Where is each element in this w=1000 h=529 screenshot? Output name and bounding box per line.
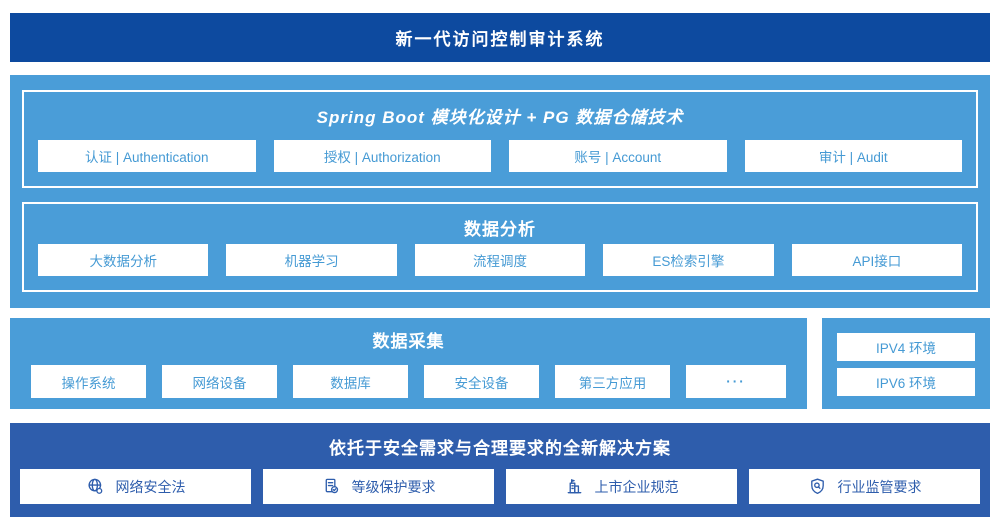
solution-section: 依托于安全需求与合理要求的全新解决方案 网络安全法 — [10, 423, 990, 517]
analysis-box-workflow: 流程调度 — [414, 244, 586, 276]
analysis-title: 数据分析 — [464, 220, 536, 239]
solution-title: 依托于安全需求与合理要求的全新解决方案 — [329, 439, 671, 458]
env-box-ipv6: IPV6 环境 — [837, 368, 975, 396]
module-box-authorization: 授权 | Authorization — [273, 140, 491, 172]
collection-row: 操作系统 网络设备 数据库 安全设备 第三方应用 ··· — [10, 365, 807, 398]
header-banner: 新一代访问控制审计系统 — [10, 13, 990, 62]
collection-title: 数据采集 — [372, 332, 445, 351]
document-check-icon — [322, 477, 341, 496]
collection-box-database: 数据库 — [293, 365, 408, 398]
modules-subsection: Spring Boot 模块化设计 + PG 数据仓储技术 认证 | Authe… — [22, 90, 978, 188]
collection-box-network-device: 网络设备 — [162, 365, 277, 398]
solution-box-label: 上市企业规范 — [594, 478, 679, 495]
platform-section: Spring Boot 模块化设计 + PG 数据仓储技术 认证 | Authe… — [10, 75, 990, 308]
collection-box-os: 操作系统 — [31, 365, 146, 398]
analysis-row: 大数据分析 机器学习 流程调度 ES检索引擎 API接口 — [24, 244, 976, 276]
environment-section: IPV4 环境 IPV6 环境 — [822, 318, 990, 409]
analysis-box-api: API接口 — [791, 244, 963, 276]
solution-box-label: 等级保护要求 — [351, 478, 436, 495]
analysis-box-bigdata: 大数据分析 — [38, 244, 209, 276]
modules-title: Spring Boot 模块化设计 + PG 数据仓储技术 — [316, 108, 684, 127]
env-box-ipv4: IPV4 环境 — [837, 333, 975, 361]
collection-box-security-device: 安全设备 — [424, 365, 539, 398]
solution-box-label: 网络安全法 — [115, 478, 186, 495]
module-box-audit: 审计 | Audit — [744, 140, 962, 172]
collection-box-ellipsis: ··· — [686, 365, 786, 398]
collection-box-thirdparty: 第三方应用 — [555, 365, 670, 398]
analysis-box-es: ES检索引擎 — [603, 244, 774, 276]
globe-icon — [86, 477, 105, 496]
solution-box-industry-regulation: 行业监管要求 — [749, 469, 980, 504]
collection-section: 数据采集 操作系统 网络设备 数据库 安全设备 第三方应用 ··· — [10, 318, 807, 409]
solution-row: 网络安全法 等级保护要求 — [10, 469, 990, 504]
solution-box-cybersecurity-law: 网络安全法 — [20, 469, 251, 504]
module-box-authentication: 认证 | Authentication — [38, 140, 256, 172]
analysis-subsection: 数据分析 大数据分析 机器学习 流程调度 ES检索引擎 API接口 — [22, 202, 978, 292]
module-box-account: 账号 | Account — [509, 140, 727, 172]
page-title: 新一代访问控制审计系统 — [395, 30, 605, 49]
shield-search-icon — [808, 477, 827, 496]
analysis-box-ml: 机器学习 — [226, 244, 397, 276]
solution-box-listed-company: 上市企业规范 — [506, 469, 737, 504]
building-icon — [565, 477, 584, 496]
solution-box-label: 行业监管要求 — [837, 478, 922, 495]
modules-row: 认证 | Authentication 授权 | Authorization 账… — [24, 140, 976, 172]
solution-box-classified-protection: 等级保护要求 — [263, 469, 494, 504]
